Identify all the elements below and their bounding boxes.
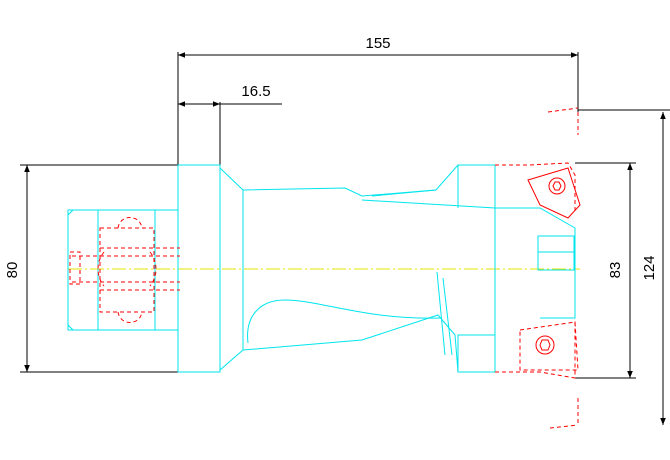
shank-side-slot-left: [97, 251, 105, 287]
insert-top: [527, 167, 581, 219]
head-upper: [495, 207, 576, 319]
dim-16-5-text: 16.5: [241, 83, 270, 100]
flange-outline: [177, 164, 221, 373]
hidden-lines: [69, 107, 579, 429]
body-outline: [219, 164, 496, 373]
shank-drive-notch-top: [117, 217, 143, 229]
chip-pocket: [247, 299, 441, 344]
dimension-lines: [20, 52, 670, 425]
shank-end-pin: [69, 251, 81, 285]
insert-bottom-screw: [535, 335, 555, 355]
head-hidden-diag-top: [547, 107, 579, 113]
dim-80-text: 80: [4, 262, 21, 279]
shank-drive-notch-bottom: [117, 311, 143, 323]
tool-outline: [67, 164, 576, 373]
inserts: [519, 167, 581, 371]
head-hidden-top: [495, 162, 576, 210]
chip-flute-edge: [442, 277, 453, 356]
insert-bottom-screw-hex: [539, 339, 551, 351]
head-hidden-bottom: [495, 320, 576, 379]
dim-83-text: 83: [607, 262, 624, 279]
shank-bore: [99, 227, 155, 313]
body-groove-inner: [371, 189, 437, 197]
head-clamp-block: [537, 235, 575, 271]
head-hidden-diag-bottom: [549, 424, 579, 429]
shank-chamfer: [67, 209, 74, 331]
insert-bottom: [519, 321, 579, 371]
insert-top-screw-hex: [552, 181, 562, 191]
head-lower-block: [457, 334, 496, 373]
shank-side-slot-right: [149, 251, 157, 287]
chip-flute: [436, 271, 446, 356]
insert-top-screw: [548, 177, 566, 195]
body-groove-top: [361, 199, 496, 209]
dim-124-text: 124: [641, 255, 658, 280]
dim-155-text: 155: [365, 35, 390, 52]
